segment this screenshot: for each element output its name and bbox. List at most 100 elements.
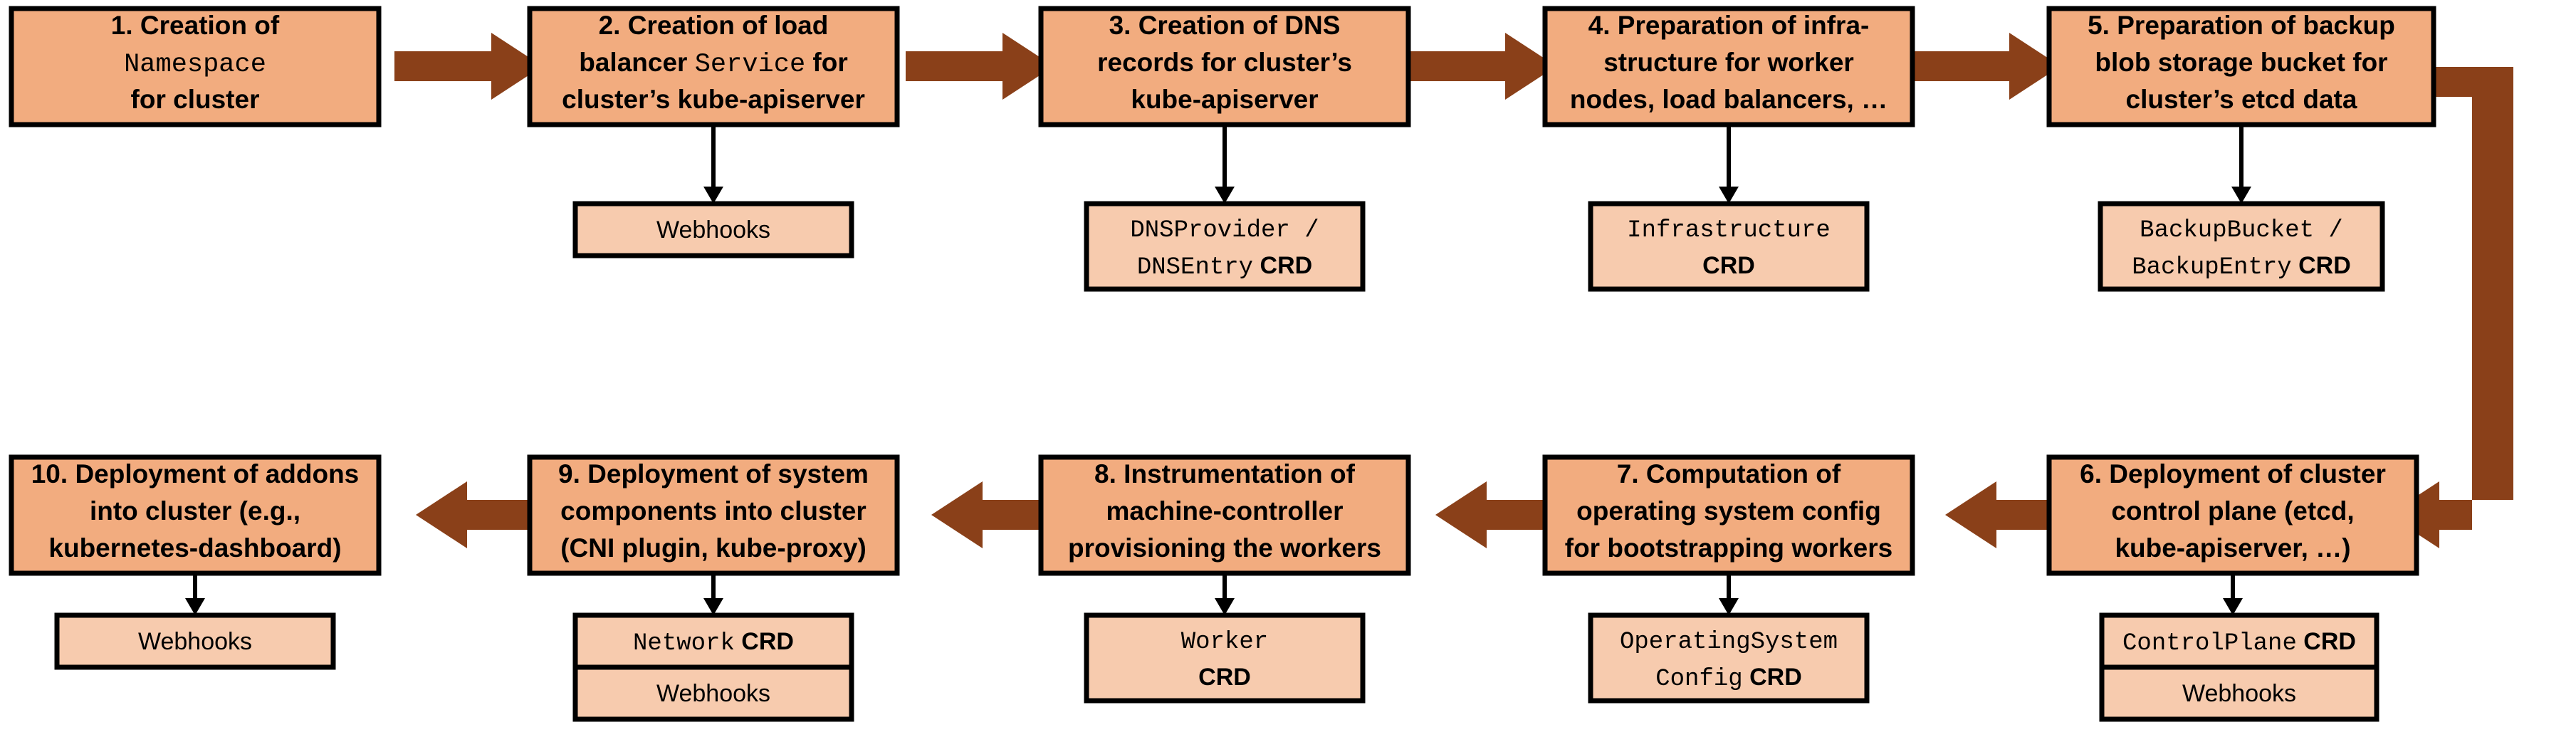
sub-box-9[interactable]: Network CRD Webhooks <box>572 612 854 722</box>
step-1-line-3: for cluster <box>131 85 260 114</box>
step-7-line-1: 7. Computation of <box>1617 459 1841 488</box>
svg-text:Config CRD: Config CRD <box>1655 664 1802 693</box>
svg-text:ControlPlane CRD: ControlPlane CRD <box>2122 628 2356 657</box>
sub-4-line-2: CRD <box>1702 252 1755 279</box>
svg-text:Webhooks: Webhooks <box>2182 680 2296 707</box>
connector-4 <box>1719 125 1739 204</box>
svg-text:kube-apiserver, …): kube-apiserver, …) <box>2115 533 2350 563</box>
sub-8-line-2: CRD <box>1198 664 1251 691</box>
svg-text:Worker: Worker <box>1181 629 1268 656</box>
sub-8-line-1: Worker <box>1181 629 1268 656</box>
svg-text:Webhooks: Webhooks <box>138 628 252 655</box>
arrow-5-6 <box>2388 67 2513 548</box>
step-8-line-3: provisioning the workers <box>1068 533 1381 563</box>
svg-text:9. Deployment of system: 9. Deployment of system <box>558 459 869 488</box>
arrow-9-10 <box>416 481 564 548</box>
step-box-8[interactable]: 8. Instrumentation of machine-controller… <box>1038 454 1411 576</box>
step-2-line-2b: Service <box>695 50 805 80</box>
svg-text:kube-apiserver: kube-apiserver <box>1131 85 1318 114</box>
svg-text:5. Preparation of backup: 5. Preparation of backup <box>2088 11 2395 40</box>
svg-text:10. Deployment of addons: 10. Deployment of addons <box>31 459 360 488</box>
step-box-7[interactable]: 7. Computation of operating system confi… <box>1542 454 1915 576</box>
svg-text:Infrastructure: Infrastructure <box>1627 217 1831 244</box>
sub-box-7[interactable]: OperatingSystem Config CRD <box>1588 612 1870 704</box>
sub-box-4[interactable]: Infrastructure CRD <box>1588 201 1870 292</box>
svg-text:balancer Service for: balancer Service for <box>579 48 848 80</box>
svg-text:machine-controller: machine-controller <box>1106 496 1343 526</box>
step-5-line-1: 5. Preparation of backup <box>2088 11 2395 40</box>
sub-9-row-2: Webhooks <box>656 680 770 707</box>
step-4-line-2: structure for worker <box>1603 48 1854 77</box>
svg-text:blob storage bucket for: blob storage bucket for <box>2095 48 2387 77</box>
step-10-line-3: kubernetes-dashboard) <box>48 533 341 563</box>
sub-6-row-1b: CRD <box>2297 628 2356 655</box>
step-3-line-1: 3. Creation of DNS <box>1109 11 1341 40</box>
sub-box-3[interactable]: DNSProvider / DNSEntry CRD <box>1084 201 1366 292</box>
sub-box-5[interactable]: BackupBucket / BackupEntry CRD <box>2098 201 2385 292</box>
step-10-line-1: 10. Deployment of addons <box>31 459 360 488</box>
arrow-1-2 <box>394 33 543 100</box>
connector-5 <box>2231 125 2251 204</box>
sub-5-line-2a: BackupEntry <box>2132 254 2291 281</box>
step-box-9[interactable]: 9. Deployment of system components into … <box>527 454 900 576</box>
svg-text:Webhooks: Webhooks <box>656 216 770 244</box>
step-4-line-1: 4. Preparation of infra- <box>1588 11 1870 40</box>
step-9-line-2: components into cluster <box>560 496 866 526</box>
sub-box-2[interactable]: Webhooks <box>572 201 854 258</box>
svg-text:structure for worker: structure for worker <box>1603 48 1854 77</box>
sub-box-10[interactable]: Webhooks <box>54 612 336 670</box>
connector-10 <box>185 573 205 615</box>
svg-text:OperatingSystem: OperatingSystem <box>1620 629 1838 656</box>
step-2-line-3: cluster’s kube-apiserver <box>562 85 865 114</box>
step-6-line-2: control plane (etcd, <box>2111 496 2354 526</box>
arrow-2-3 <box>906 33 1054 100</box>
arrow-8-9 <box>931 481 1079 548</box>
svg-text:operating system config: operating system config <box>1576 496 1881 526</box>
sub-6-row-2: Webhooks <box>2182 680 2296 707</box>
svg-text:for bootstrapping workers: for bootstrapping workers <box>1565 533 1892 563</box>
svg-text:1. Creation of: 1. Creation of <box>111 11 280 40</box>
step-box-2[interactable]: 2. Creation of load balancer Service for… <box>527 6 900 127</box>
connector-2 <box>703 125 723 204</box>
arrow-3-4 <box>1408 33 1556 100</box>
sub-box-6[interactable]: ControlPlane CRD Webhooks <box>2099 612 2379 722</box>
svg-text:4. Preparation of infra-: 4. Preparation of infra- <box>1588 11 1870 40</box>
svg-text:DNSProvider /: DNSProvider / <box>1130 217 1319 244</box>
step-7-line-3: for bootstrapping workers <box>1565 533 1892 563</box>
step-box-10[interactable]: 10. Deployment of addons into cluster (e… <box>9 454 382 576</box>
sub-10-row-1: Webhooks <box>138 628 252 655</box>
connector-8 <box>1215 573 1235 615</box>
svg-text:control plane (etcd,: control plane (etcd, <box>2111 496 2354 526</box>
connector-6 <box>2223 573 2243 615</box>
step-box-5[interactable]: 5. Preparation of backup blob storage bu… <box>2046 6 2436 127</box>
step-2-line-2a: balancer <box>579 48 694 77</box>
step-box-4[interactable]: 4. Preparation of infra- structure for w… <box>1542 6 1915 127</box>
step-3-line-2: records for cluster’s <box>1097 48 1352 77</box>
step-5-line-3: cluster’s etcd data <box>2126 85 2357 114</box>
svg-text:7. Computation of: 7. Computation of <box>1617 459 1841 488</box>
sub-box-8[interactable]: Worker CRD <box>1084 612 1366 704</box>
sub-5-line-1: BackupBucket / <box>2140 217 2343 244</box>
sub-3-line-1: DNSProvider / <box>1130 217 1319 244</box>
step-9-line-3: (CNI plugin, kube-proxy) <box>560 533 866 563</box>
svg-text:Network CRD: Network CRD <box>633 628 794 657</box>
step-1-line-2: Namespace <box>124 50 266 80</box>
svg-text:6. Deployment of cluster: 6. Deployment of cluster <box>2080 459 2386 488</box>
step-box-1[interactable]: 1. Creation of Namespace for cluster <box>9 6 382 127</box>
step-1-line-1: 1. Creation of <box>111 11 280 40</box>
connector-3 <box>1215 125 1235 204</box>
svg-text:DNSEntry CRD: DNSEntry CRD <box>1137 252 1312 281</box>
svg-text:CRD: CRD <box>1198 664 1251 691</box>
svg-text:for cluster: for cluster <box>131 85 260 114</box>
step-box-6[interactable]: 6. Deployment of cluster control plane (… <box>2046 454 2419 576</box>
sub-7-line-2b: CRD <box>1743 664 1802 691</box>
arrow-4-5 <box>1912 33 2061 100</box>
svg-text:BackupEntry CRD: BackupEntry CRD <box>2132 252 2351 281</box>
svg-text:CRD: CRD <box>1702 252 1755 279</box>
step-box-3[interactable]: 3. Creation of DNS records for cluster’s… <box>1038 6 1411 127</box>
svg-text:Namespace: Namespace <box>124 50 266 80</box>
svg-text:nodes, load balancers, …: nodes, load balancers, … <box>1570 85 1888 114</box>
svg-text:2. Creation of load: 2. Creation of load <box>599 11 829 40</box>
